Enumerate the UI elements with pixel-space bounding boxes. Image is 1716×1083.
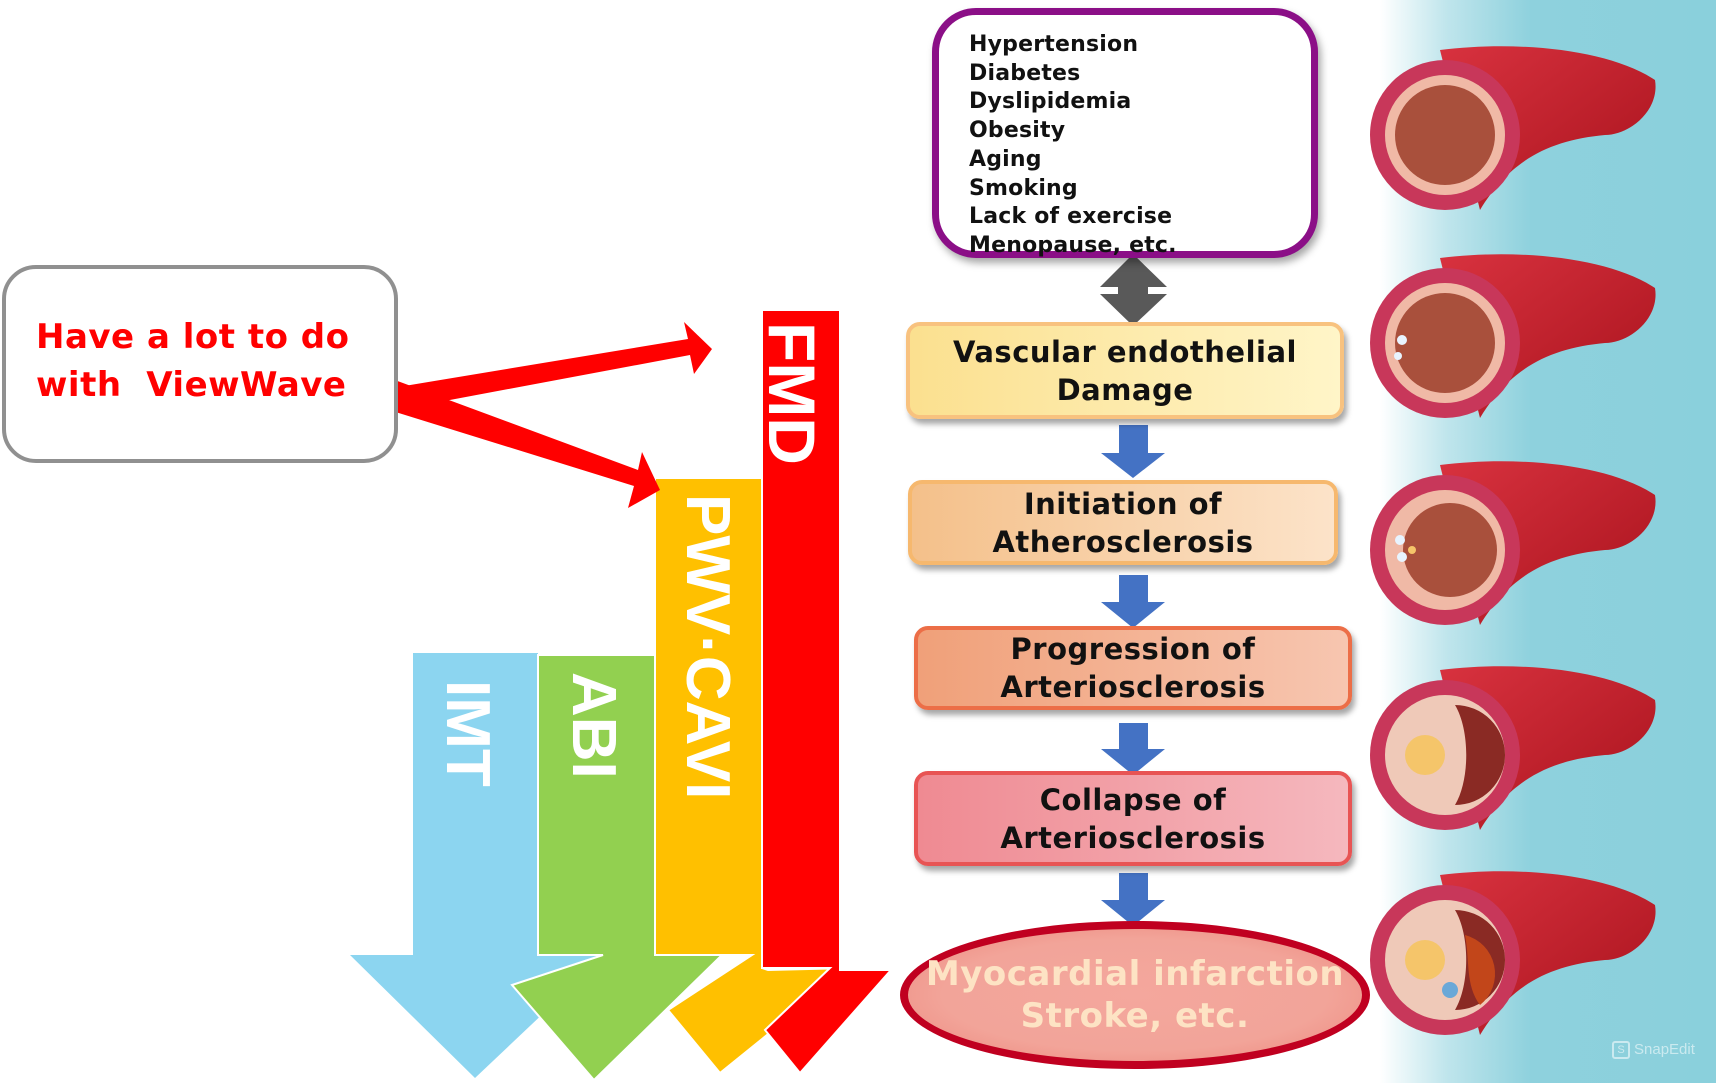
- stage-line: Arteriosclerosis: [1000, 670, 1266, 704]
- outcome-line: Myocardial infarction: [925, 954, 1345, 994]
- risk-factor: Menopause, etc.: [969, 232, 1177, 258]
- arrow-fmd: [761, 309, 894, 1075]
- viewwave-callout: Have a lot to do with ViewWave: [2, 265, 398, 463]
- stage-line: Atherosclerosis: [992, 524, 1254, 559]
- stage-line: Damage: [1056, 372, 1194, 407]
- vessel-illustration-advanced-plaque: [1370, 666, 1656, 830]
- flow-arrow-4: [1101, 873, 1165, 926]
- risk-factor: Aging: [969, 146, 1042, 172]
- risk-factor: Hypertension: [969, 32, 1139, 57]
- stage-endothelial-damage: Vascular endothelial Damage: [906, 322, 1344, 419]
- snapedit-logo-icon: S: [1612, 1041, 1630, 1060]
- risk-factor: Dyslipidemia: [969, 89, 1132, 115]
- callout-line-1: Have a lot to do: [36, 317, 350, 357]
- vessel-illustration-early-plaque: [1370, 461, 1656, 625]
- label-imt: IMT: [433, 680, 502, 787]
- label-pwv-cavi: PWV·CAVI: [673, 494, 742, 800]
- vessel-illustration-endothelial-damage: [1370, 254, 1656, 418]
- stage-progression-arteriosclerosis: Progression of Arteriosclerosis: [914, 626, 1352, 710]
- pointer-arrow-pwv: [376, 376, 660, 508]
- outcome-ellipse: Myocardial infarction Stroke, etc.: [900, 921, 1370, 1069]
- flow-arrow-1: [1101, 425, 1165, 478]
- flow-arrow-2: [1101, 575, 1165, 628]
- label-abi: ABI: [559, 672, 628, 779]
- stage-line: Initiation of: [1023, 486, 1223, 521]
- watermark-text: SnapEdit: [1634, 1041, 1695, 1058]
- risk-factor: Smoking: [969, 175, 1078, 201]
- stage-line: Arteriosclerosis: [1000, 820, 1266, 855]
- arrow-imt: [350, 653, 605, 1078]
- double-arrow: [1100, 254, 1167, 326]
- label-fmd: FMD: [755, 322, 829, 465]
- risk-factors-box: Hypertension Diabetes Dyslipidemia Obesi…: [932, 8, 1318, 258]
- stage-line: Progression of: [1010, 632, 1256, 666]
- stage-line: Vascular endothelial: [953, 334, 1297, 369]
- outcome-line: Stroke, etc.: [1020, 996, 1250, 1036]
- risk-factor: Lack of exercise: [969, 204, 1173, 230]
- pointer-arrow-fmd: [380, 322, 712, 412]
- vessel-illustration-healthy: [1370, 46, 1656, 210]
- callout-line-2: with ViewWave: [36, 365, 347, 405]
- flow-arrow-3: [1101, 723, 1165, 775]
- stage-line: Collapse of: [1039, 782, 1227, 817]
- risk-factor: Diabetes: [969, 60, 1081, 86]
- vessel-illustration-thrombus: [1370, 871, 1656, 1035]
- risk-factor: Obesity: [969, 118, 1066, 144]
- stage-initiation-atherosclerosis: Initiation of Atherosclerosis: [908, 480, 1338, 565]
- stage-collapse-arteriosclerosis: Collapse of Arteriosclerosis: [914, 771, 1352, 866]
